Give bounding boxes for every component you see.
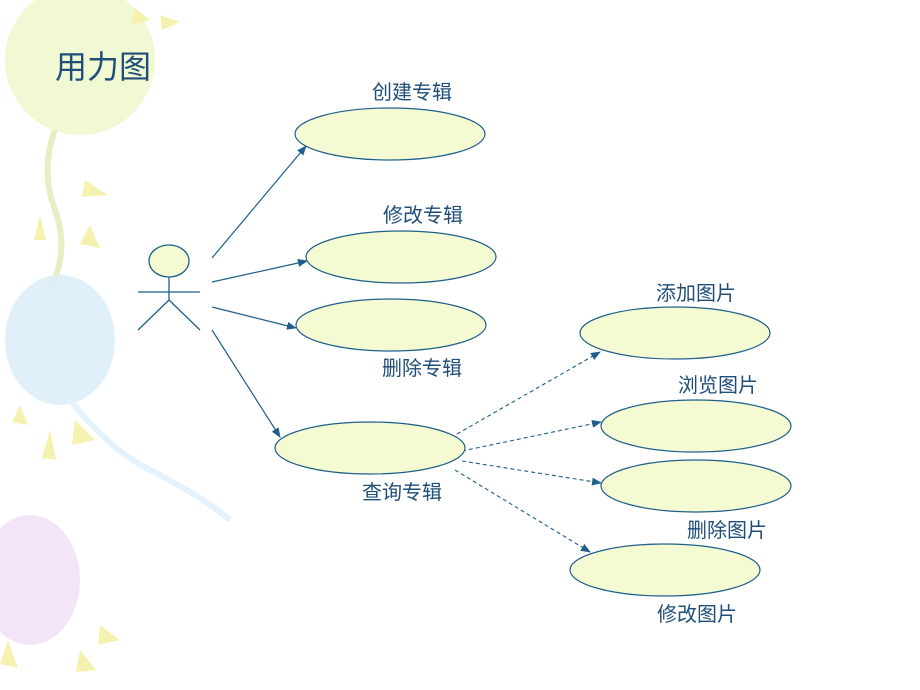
background-decoration: [0, 0, 232, 672]
arrow-to-delete-picture: [461, 460, 602, 486]
arrow-to-create-album: [211, 145, 307, 259]
label-query-album: 查询专辑: [362, 480, 442, 504]
associations: [211, 145, 308, 438]
arrow-to-add-picture: [456, 351, 601, 435]
edit-album-ellipse[interactable]: [305, 230, 497, 284]
label-create-album: 创建专辑: [372, 80, 452, 104]
actor-left-leg: [137, 299, 170, 331]
label-browse-picture: 浏览图片: [678, 373, 758, 397]
actor-head: [148, 244, 190, 278]
page-title: 用力图: [55, 48, 152, 86]
arrow-to-edit-album: [211, 259, 308, 283]
arrow-to-query-album: [211, 329, 281, 438]
delete-picture-ellipse[interactable]: [600, 459, 792, 513]
arrow-to-browse-picture: [461, 419, 602, 452]
green-balloon: [5, 0, 155, 135]
blue-balloon-string: [67, 398, 232, 523]
arrow-to-edit-picture: [454, 469, 591, 553]
add-picture-ellipse[interactable]: [579, 306, 771, 360]
actor-stick-figure: [137, 244, 201, 331]
query-album-ellipse[interactable]: [274, 421, 466, 475]
label-edit-album: 修改专辑: [383, 203, 463, 227]
label-edit-picture: 修改图片: [657, 602, 737, 626]
includes: [454, 351, 602, 553]
green-balloon-string: [44, 128, 65, 292]
blue-balloon: [5, 275, 115, 405]
actor-right-leg: [168, 299, 201, 331]
label-delete-picture: 删除图片: [687, 518, 767, 542]
label-delete-album: 删除专辑: [382, 356, 462, 380]
sparkles: [0, 8, 180, 672]
delete-album-ellipse[interactable]: [295, 298, 487, 352]
edit-picture-ellipse[interactable]: [569, 543, 761, 597]
use-case-ellipses: [274, 107, 792, 597]
arrow-to-delete-album: [211, 306, 297, 330]
purple-balloon: [0, 515, 80, 645]
browse-picture-ellipse[interactable]: [600, 399, 792, 453]
label-add-picture: 添加图片: [656, 281, 736, 305]
create-album-ellipse[interactable]: [294, 107, 486, 161]
